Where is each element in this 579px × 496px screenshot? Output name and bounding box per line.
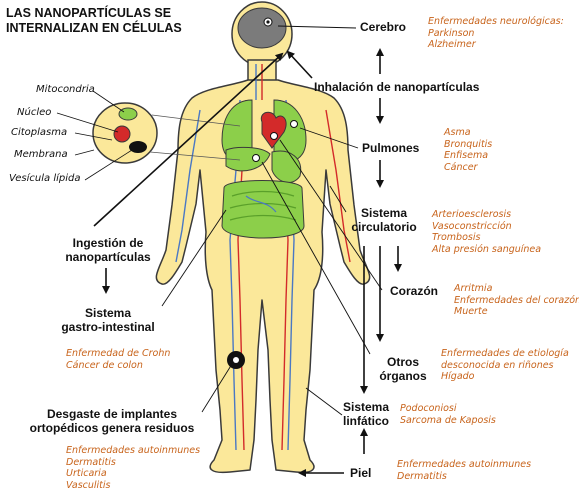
brain-label: Cerebro bbox=[360, 20, 406, 34]
disease-item: Vasoconstricción bbox=[432, 221, 541, 233]
disease-item: desconocida en riñones bbox=[441, 360, 569, 372]
brain-diseases: Enfermedades neurológicas: Parkinson Alz… bbox=[428, 16, 564, 51]
disease-item: Muerte bbox=[454, 306, 579, 318]
disease-item: Enfermedades de etiología bbox=[441, 348, 569, 360]
circulatory-line-1: Sistema bbox=[340, 206, 428, 220]
disease-item: Enfermedades neurológicas: bbox=[428, 16, 564, 28]
skin-label: Piel bbox=[350, 466, 371, 480]
heart-label: Corazón bbox=[390, 284, 438, 298]
disease-item: Enfisema bbox=[444, 150, 492, 162]
ingestion-line-2: nanopartículas bbox=[58, 250, 158, 264]
disease-item: Enfermedades autoinmunes bbox=[66, 445, 200, 457]
circulatory-diseases: Arterioesclerosis Vasoconstricción Tromb… bbox=[432, 209, 541, 255]
skin-diseases: Enfermedades autoinmunes Dermatitis bbox=[397, 459, 531, 482]
disease-item: Parkinson bbox=[428, 28, 564, 40]
disease-item: Vasculitis bbox=[66, 480, 200, 492]
cell-label-mitochondria: Mitocondria bbox=[36, 84, 95, 96]
disease-item: Alzheimer bbox=[428, 39, 564, 51]
disease-item: Asma bbox=[444, 127, 492, 139]
title-line-1: LAS NANOPARTÍCULAS SE bbox=[6, 6, 182, 21]
intestines-organ bbox=[222, 181, 304, 239]
lungs-label: Pulmones bbox=[362, 141, 419, 155]
implants-line-1: Desgaste de implantes bbox=[20, 407, 204, 421]
heart-diseases: Arritmia Enfermedades del corazón Muerte bbox=[454, 283, 579, 318]
disease-item: Alta presión sanguínea bbox=[432, 244, 541, 256]
disease-item: Arterioesclerosis bbox=[432, 209, 541, 221]
lymphatic-diseases: Podoconiosi Sarcoma de Kaposis bbox=[400, 403, 496, 426]
diagram-title: LAS NANOPARTÍCULAS SE INTERNALIZAN EN CÉ… bbox=[6, 6, 182, 36]
inhalation-label: Inhalación de nanopartículas bbox=[314, 80, 479, 94]
lymphatic-label: Sistema linfático bbox=[334, 400, 398, 428]
brain-organ bbox=[238, 8, 286, 48]
other-organs-line-1: Otros bbox=[368, 355, 438, 369]
ingestion-label: Ingestión de nanopartículas bbox=[58, 236, 158, 264]
other-organs-label: Otros órganos bbox=[368, 355, 438, 383]
disease-item: Enfermedades del corazón bbox=[454, 295, 579, 307]
cell-label-cytoplasm: Citoplasma bbox=[11, 127, 67, 139]
implants-line-2: ortopédicos genera residuos bbox=[20, 421, 204, 435]
disease-item: Dermatitis bbox=[66, 457, 200, 469]
disease-item: Cáncer de colon bbox=[66, 360, 170, 372]
cell-label-lipid-vesicle: Vesícula lípida bbox=[9, 173, 80, 185]
disease-item: Hígado bbox=[441, 371, 569, 383]
disease-item: Trombosis bbox=[432, 232, 541, 244]
lungs-diseases: Asma Bronquitis Enfisema Cáncer bbox=[444, 127, 492, 173]
implants-label: Desgaste de implantes ortopédicos genera… bbox=[20, 407, 204, 435]
disease-item: Dermatitis bbox=[397, 471, 531, 483]
ingestion-line-1: Ingestión de bbox=[58, 236, 158, 250]
other-organs-line-2: órganos bbox=[368, 369, 438, 383]
lymphatic-line-2: linfático bbox=[334, 414, 398, 428]
circulatory-line-2: circulatorio bbox=[340, 220, 428, 234]
circulatory-label: Sistema circulatorio bbox=[340, 206, 428, 234]
disease-item: Cáncer bbox=[444, 162, 492, 174]
disease-item: Arritmia bbox=[454, 283, 579, 295]
disease-item: Podoconiosi bbox=[400, 403, 496, 415]
implants-diseases: Enfermedades autoinmunes Dermatitis Urti… bbox=[66, 445, 200, 491]
title-line-2: INTERNALIZAN EN CÉLULAS bbox=[6, 21, 182, 36]
cell-label-nucleus: Núcleo bbox=[17, 107, 51, 119]
gi-line-2: gastro-intestinal bbox=[52, 320, 164, 334]
other-organs-diseases: Enfermedades de etiología desconocida en… bbox=[441, 348, 569, 383]
lymphatic-line-1: Sistema bbox=[334, 400, 398, 414]
disease-item: Enfermedades autoinmunes bbox=[397, 459, 531, 471]
disease-item: Bronquitis bbox=[444, 139, 492, 151]
gi-label: Sistema gastro-intestinal bbox=[52, 306, 164, 334]
disease-item: Sarcoma de Kaposis bbox=[400, 415, 496, 427]
cell-mitochondria bbox=[119, 108, 137, 120]
cell-vesicle bbox=[129, 141, 147, 153]
disease-item: Enfermedad de Crohn bbox=[66, 348, 170, 360]
gi-diseases: Enfermedad de Crohn Cáncer de colon bbox=[66, 348, 170, 371]
gi-line-1: Sistema bbox=[52, 306, 164, 320]
cell-label-membrane: Membrana bbox=[14, 149, 68, 161]
cell-nucleus bbox=[114, 126, 130, 142]
disease-item: Urticaria bbox=[66, 468, 200, 480]
